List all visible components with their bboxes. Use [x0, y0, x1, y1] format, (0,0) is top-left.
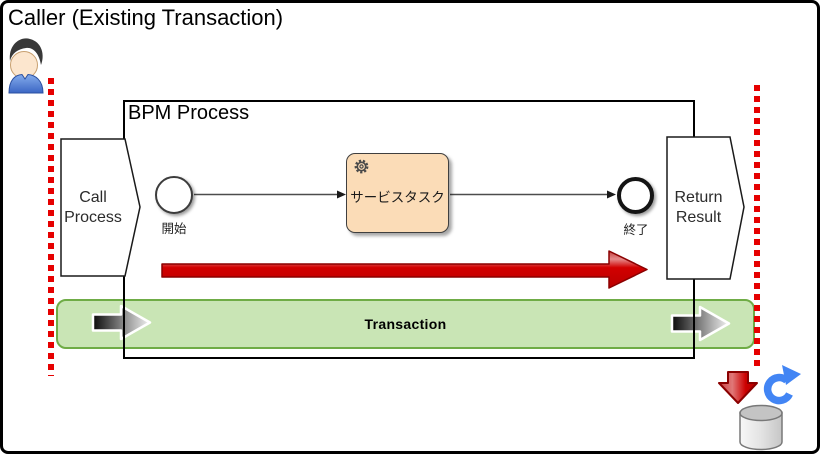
- return-result-text: Return Result: [674, 189, 723, 226]
- end-event-circle: [617, 177, 654, 214]
- transaction-band-label: Transaction: [364, 316, 447, 332]
- diagram-title: Caller (Existing Transaction): [8, 5, 284, 30]
- rollback-refresh-icon: [763, 365, 801, 405]
- service-task-node: サービスタスク: [346, 153, 449, 233]
- transaction-band: Transaction: [56, 299, 755, 349]
- transaction-boundary-left: [48, 78, 54, 376]
- commit-down-arrow-icon: [718, 371, 758, 404]
- database-icon: [739, 404, 783, 451]
- service-task-label: サービスタスク: [350, 190, 445, 205]
- end-event-label: 終了: [623, 223, 649, 237]
- call-process-text: Call Process: [64, 188, 122, 226]
- transaction-boundary-right: [754, 85, 760, 369]
- start-event-circle: [155, 176, 193, 214]
- bpm-process-label: BPM Process: [128, 102, 250, 124]
- start-event-label: 開始: [161, 222, 187, 236]
- caller-person-icon: [8, 38, 44, 94]
- gear-icon: [354, 159, 369, 174]
